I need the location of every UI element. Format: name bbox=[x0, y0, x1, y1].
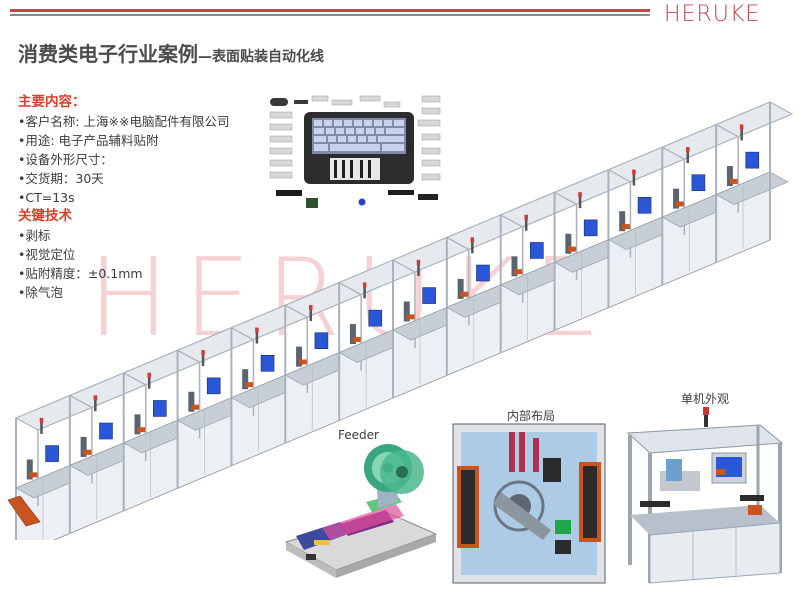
station-monitor bbox=[745, 151, 760, 169]
caption-single-machine: 单机外观 bbox=[681, 392, 730, 406]
station-mechanism bbox=[242, 369, 249, 390]
station-signal-tower bbox=[471, 241, 474, 254]
station-signal-tower bbox=[40, 421, 43, 434]
station-fixture bbox=[621, 224, 630, 230]
station-mechanism bbox=[349, 324, 356, 345]
header-gray-line bbox=[10, 14, 650, 16]
station-mechanism bbox=[457, 278, 464, 299]
caption-feeder: Feeder bbox=[338, 428, 379, 442]
station-monitor bbox=[99, 422, 113, 440]
key-tech-item-accuracy: •贴附精度：±0.1mm bbox=[18, 266, 143, 281]
station-fixture bbox=[298, 359, 307, 365]
station-mechanism bbox=[673, 188, 680, 209]
station-mechanism bbox=[403, 301, 410, 322]
station-signal-light bbox=[309, 304, 313, 310]
page-title-sub: —表面贴装自动化线 bbox=[198, 49, 324, 65]
station-signal-light bbox=[416, 259, 421, 265]
station-signal-tower bbox=[147, 376, 151, 389]
station-signal-tower bbox=[255, 331, 259, 344]
station-signal-light bbox=[255, 327, 259, 333]
station-monitor bbox=[206, 377, 221, 395]
station-monitor bbox=[476, 264, 490, 282]
key-tech-item-bubble: •除气泡 bbox=[18, 285, 63, 300]
station-signal-tower bbox=[94, 399, 97, 412]
production-line-render bbox=[7, 101, 794, 540]
station-mechanism bbox=[726, 166, 733, 187]
station-fixture bbox=[191, 404, 200, 410]
station-monitor bbox=[637, 197, 652, 214]
station-signal-light bbox=[147, 372, 151, 378]
station-signal-light bbox=[686, 146, 690, 152]
station-signal-light bbox=[578, 192, 582, 198]
station-monitor bbox=[314, 332, 329, 350]
station-monitor bbox=[368, 309, 383, 327]
station-mechanism bbox=[619, 211, 626, 232]
main-content-item-customer: •客户名称: 上海※※电脑配件有限公司 bbox=[18, 114, 230, 129]
station-fixture bbox=[568, 246, 577, 252]
station-fixture bbox=[460, 291, 469, 297]
main-content-item-delivery: •交货期：30天 bbox=[18, 171, 104, 186]
station-signal-light bbox=[93, 395, 98, 401]
station-monitor bbox=[583, 219, 598, 237]
station-mechanism bbox=[511, 256, 518, 277]
key-tech-item-vision: •视觉定位 bbox=[18, 247, 76, 262]
station-top-frame bbox=[714, 101, 794, 138]
feeder-image bbox=[284, 444, 438, 578]
station-monitor bbox=[260, 354, 275, 372]
station-mechanism bbox=[80, 436, 87, 457]
station-fixture bbox=[514, 269, 523, 275]
station-signal-light bbox=[362, 282, 367, 288]
station-signal-tower bbox=[201, 354, 205, 367]
station-mechanism bbox=[565, 233, 572, 254]
station-signal-tower bbox=[578, 196, 582, 209]
station-fixture bbox=[675, 201, 684, 207]
station-fixture bbox=[83, 449, 92, 455]
station-signal-light bbox=[632, 169, 636, 175]
infeed-conveyor bbox=[7, 495, 41, 527]
station-mechanism bbox=[26, 459, 33, 480]
caption-internal-layout: 内部布局 bbox=[507, 409, 556, 423]
station-monitor bbox=[422, 287, 436, 304]
station-signal-light bbox=[524, 214, 528, 220]
page-title: 消费类电子行业案例—表面贴装自动化线 bbox=[18, 38, 324, 67]
station-monitor bbox=[691, 174, 706, 192]
station-fixture bbox=[352, 336, 361, 342]
internal-layout-image bbox=[452, 423, 606, 584]
station-signal-tower bbox=[363, 286, 366, 299]
header-red-line bbox=[10, 9, 650, 12]
station-signal-tower bbox=[417, 263, 420, 276]
station-signal-tower bbox=[524, 218, 528, 231]
station-monitor bbox=[45, 445, 59, 462]
station-signal-tower bbox=[686, 150, 690, 163]
station-mechanism bbox=[296, 346, 303, 367]
main-content-item-usage: •用途: 电子产品辅料贴附 bbox=[18, 133, 159, 148]
station-signal-light bbox=[470, 237, 475, 243]
key-tech-item-peeling: •剥标 bbox=[18, 228, 51, 243]
station-signal-tower bbox=[309, 308, 313, 321]
main-content-item-dimensions: •设备外形尺寸： bbox=[18, 152, 113, 167]
station-fixture bbox=[406, 314, 415, 320]
info-panel: 主要内容： •客户名称: 上海※※电脑配件有限公司 •用途: 电子产品辅料贴附 … bbox=[18, 93, 268, 302]
main-content-heading: 主要内容： bbox=[18, 94, 86, 110]
page-title-main: 消费类电子行业案例 bbox=[18, 42, 198, 66]
station-signal-light bbox=[739, 124, 744, 130]
key-tech-heading: 关键技术 bbox=[18, 208, 72, 224]
station-fixture bbox=[137, 427, 146, 433]
station-fixture bbox=[729, 178, 738, 184]
station-signal-light bbox=[39, 417, 44, 423]
keyboard-assembly-diagram bbox=[269, 95, 441, 208]
station-monitor bbox=[153, 400, 167, 417]
station-fixture bbox=[244, 382, 253, 388]
station-signal-light bbox=[201, 350, 205, 356]
station-monitor bbox=[530, 242, 544, 259]
station-signal-tower bbox=[740, 128, 743, 141]
brand-logo: HERUKE bbox=[664, 2, 761, 27]
station-signal-tower bbox=[632, 173, 636, 186]
main-content-item-ct: •CT=13s bbox=[18, 190, 75, 205]
station-fixture bbox=[29, 472, 38, 478]
single-machine-image bbox=[626, 407, 784, 584]
station-mechanism bbox=[134, 414, 141, 435]
station-mechanism bbox=[188, 391, 195, 412]
